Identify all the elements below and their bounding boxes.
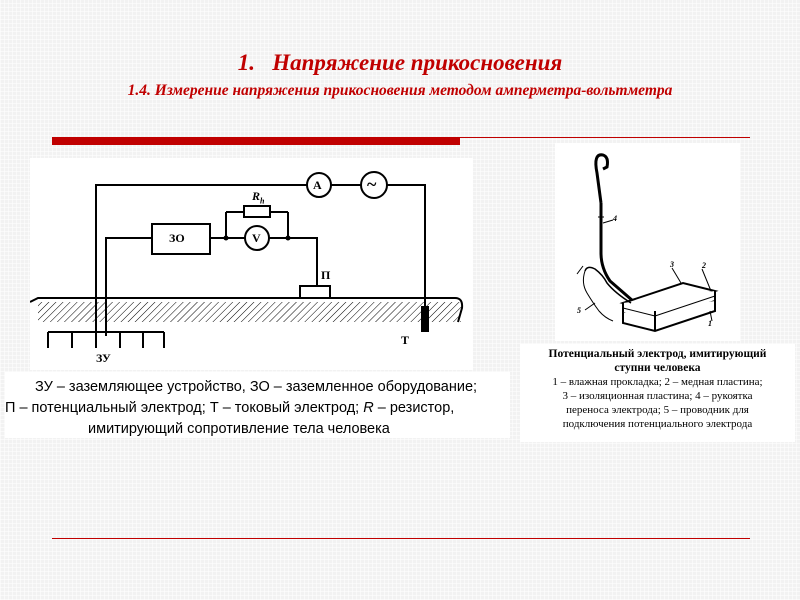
slide-subtitle: 1.4. Измерение напряжения прикосновения … <box>127 82 673 99</box>
caption-line-2: 3 – изоляционная пластина; 4 – рукоятка <box>562 390 753 402</box>
legend-line-2a: П – потенциальный электрод; Т – токовый … <box>5 400 364 416</box>
equipment-box <box>151 223 211 255</box>
caption-line-1: 1 – влажная прокладка; 2 – медная пласти… <box>552 376 763 388</box>
handle-hook <box>594 153 609 204</box>
ammeter-label: A <box>313 178 322 192</box>
electrode-label-4: 4 <box>613 214 617 223</box>
resistor-letter: R <box>252 189 261 203</box>
caption-line-3: переноса электрода; 5 – проводник для <box>566 404 749 416</box>
handle-rod <box>599 203 634 303</box>
equipment-label: ЗО <box>169 231 185 245</box>
current-electrode <box>421 306 429 332</box>
electrode-label-5: 5 <box>577 306 581 315</box>
electrode-label-3: 3 <box>670 260 674 269</box>
legend-line-2b: – резистор, <box>373 400 455 416</box>
grounding-device-label: ЗУ <box>96 351 111 365</box>
potential-electrode-label: П <box>321 268 331 282</box>
voltmeter-label: V <box>252 231 261 245</box>
title-number: 1. <box>237 50 255 75</box>
ac-source-symbol <box>360 171 388 199</box>
title-text: Напряжение прикосновения <box>272 50 563 75</box>
resistor-subscript: h <box>260 196 265 206</box>
current-electrode-label: Т <box>401 333 410 347</box>
electrode-caption: Потенциальный электрод, имитирующий ступ… <box>520 344 795 442</box>
electrode-label-2: 2 <box>702 261 706 270</box>
caption-title-line-1: Потенциальный электрод, имитирующий <box>548 348 767 360</box>
caption-body: 1 – влажная прокладка; 2 – медная пласти… <box>520 375 795 431</box>
caption-line-4: подключения потенциального электрода <box>562 418 753 430</box>
top-thick-rule <box>52 138 460 145</box>
conductor-wire <box>584 266 632 304</box>
resistor-symbol <box>243 205 271 218</box>
legend-line-2r: R <box>363 400 374 416</box>
top-thin-rule <box>52 137 750 138</box>
electrode-label-1: 1 <box>708 319 712 328</box>
legend-line-1: ЗУ – заземляющее устройство, ЗО – заземл… <box>35 379 478 395</box>
caption-title-line-2: ступни человека <box>614 362 701 374</box>
slide-title: 1. Напряжение прикосновения <box>0 50 800 76</box>
diagram-legend: ЗУ – заземляющее устройство, ЗО – заземл… <box>5 372 510 438</box>
bottom-rule <box>52 538 750 539</box>
circuit-svg <box>30 171 464 348</box>
electrode-svg <box>576 153 719 333</box>
caption-title: Потенциальный электрод, имитирующий ступ… <box>520 347 795 375</box>
resistor-label: Rh <box>252 189 264 205</box>
potential-electrode <box>299 285 331 299</box>
circuit-diagram: A ~ V ЗО Rh П Т ЗУ <box>30 158 473 370</box>
electrode-figure: 1 2 3 4 5 <box>555 143 740 341</box>
ammeter-symbol <box>306 172 332 198</box>
ground-surface <box>30 297 464 323</box>
ground-hatching <box>38 302 461 322</box>
legend-line-2: П – потенциальный электрод; Т – токовый … <box>5 398 454 419</box>
ac-source-label: ~ <box>367 174 377 194</box>
legend-line-3: имитирующий сопротивление тела человека <box>88 421 390 437</box>
main-wire <box>95 184 307 336</box>
